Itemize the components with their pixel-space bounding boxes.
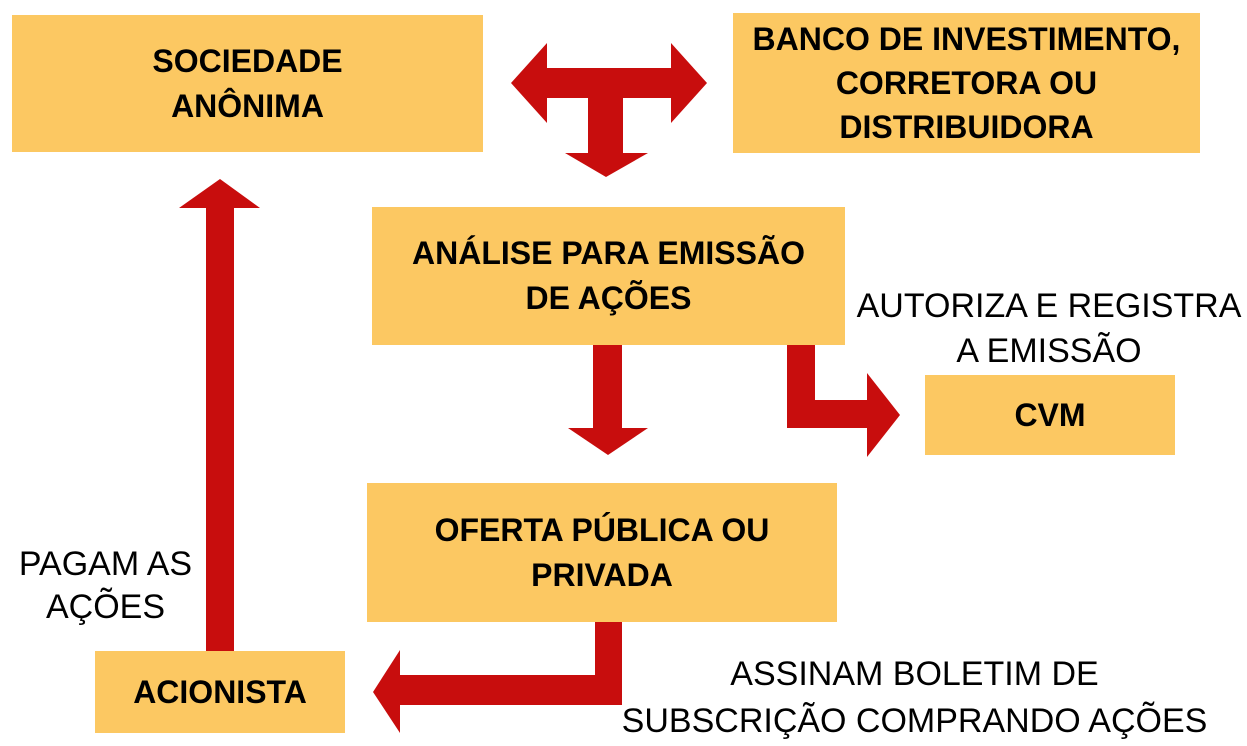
node-acionista: ACIONISTA (95, 651, 345, 733)
annotation-assinam-boletim: ASSINAM BOLETIM DE SUBSCRIÇÃO COMPRANDO … (612, 651, 1217, 745)
node-cvm-label: CVM (1014, 396, 1086, 433)
arrow-acionista-sociedade-head (179, 179, 260, 208)
arrow-analise-oferta-stem (593, 345, 622, 428)
annotation-autoriza-registra: AUTORIZA E REGISTRA A EMISSÃO (850, 284, 1247, 374)
arrow-sociedade-banco-bidirectional-icon (511, 43, 707, 123)
node-sociedade-anonima-label: SOCIEDADE ANÔNIMA (152, 42, 343, 124)
node-oferta-publica-label: OFERTA PÚBLICA OU PRIVADA (434, 511, 770, 593)
node-analise-emissao: ANÁLISE PARA EMISSÃO DE AÇÕES (372, 207, 845, 345)
arrow-branch-to-analise-icon (565, 95, 648, 177)
node-banco-investimento: BANCO DE INVESTIMENTO, CORRETORA OU DIST… (733, 13, 1200, 153)
arrow-analise-to-oferta-icon (568, 345, 648, 455)
node-analise-emissao-label: ANÁLISE PARA EMISSÃO DE AÇÕES (412, 235, 805, 316)
node-acionista-label: ACIONISTA (133, 673, 307, 710)
arrow-oferta-to-acionista-icon (373, 622, 622, 733)
node-cvm: CVM (925, 375, 1175, 455)
arrow-analise-oferta-head (568, 428, 648, 455)
arrow-branch-head (565, 153, 648, 177)
node-sociedade-anonima: SOCIEDADE ANÔNIMA (12, 15, 483, 152)
arrow-analise-to-cvm-icon (787, 345, 900, 457)
node-oferta-publica: OFERTA PÚBLICA OU PRIVADA (367, 483, 837, 622)
annotation-pagam-acoes-text: PAGAM AS AÇÕES (18, 545, 193, 626)
annotation-autoriza-registra-text: AUTORIZA E REGISTRA A EMISSÃO (856, 287, 1242, 370)
node-banco-investimento-label: BANCO DE INVESTIMENTO, CORRETORA OU DIST… (752, 21, 1181, 145)
arrow-acionista-to-sociedade-icon (179, 179, 260, 651)
arrow-branch-stem (588, 95, 623, 153)
arrow-acionista-sociedade-stem (206, 206, 234, 651)
annotation-assinam-boletim-text: ASSINAM BOLETIM DE SUBSCRIÇÃO COMPRANDO … (621, 655, 1208, 740)
annotation-pagam-acoes: PAGAM AS AÇÕES (8, 543, 203, 629)
